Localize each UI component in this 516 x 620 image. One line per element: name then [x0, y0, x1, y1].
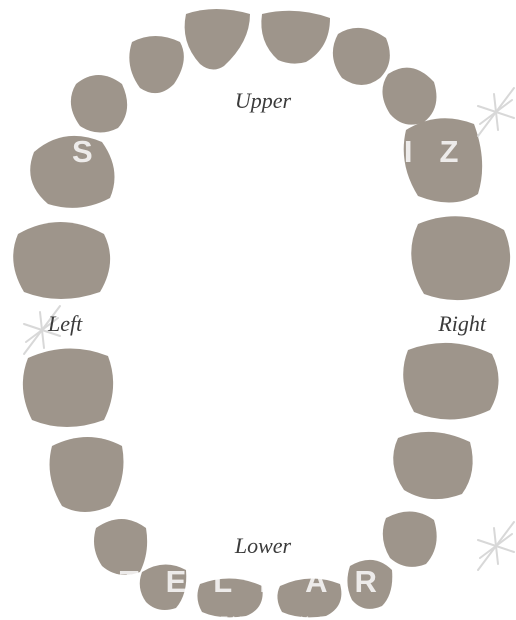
watermark-brand: STELLARIZE: [72, 564, 516, 599]
tooth-lower-6[interactable]: [383, 511, 437, 566]
tooth-upper-3[interactable]: [129, 36, 184, 93]
watermark-brand: STELLARIZE: [72, 134, 516, 169]
tooth-lower-3[interactable]: [50, 437, 124, 512]
tooth-upper-5[interactable]: [71, 75, 127, 133]
label-left: Left: [47, 311, 83, 336]
tooth-upper-2[interactable]: [261, 11, 330, 64]
tooth-upper-9[interactable]: [13, 222, 110, 299]
tooth-upper-6[interactable]: [382, 68, 436, 125]
tooth-upper-1[interactable]: [185, 9, 250, 70]
watermark-tagline: LIFESTYLE STATIONERY & GIFTS: [116, 186, 383, 198]
tooth-lower-4[interactable]: [393, 432, 472, 499]
tooth-lower-2[interactable]: [403, 343, 498, 420]
sparkle-icon-top-right: [478, 88, 514, 136]
sparkle-icon-bottom-right: [478, 522, 514, 570]
label-upper: Upper: [235, 88, 292, 113]
label-right: Right: [437, 311, 487, 336]
watermark-tagline: LIFESTYLE STATIONERY & GIFTS: [116, 616, 383, 620]
tooth-upper-4[interactable]: [333, 28, 390, 85]
label-lower: Lower: [234, 533, 292, 558]
tooth-lower-1[interactable]: [23, 348, 113, 427]
tooth-upper-10[interactable]: [411, 216, 510, 300]
